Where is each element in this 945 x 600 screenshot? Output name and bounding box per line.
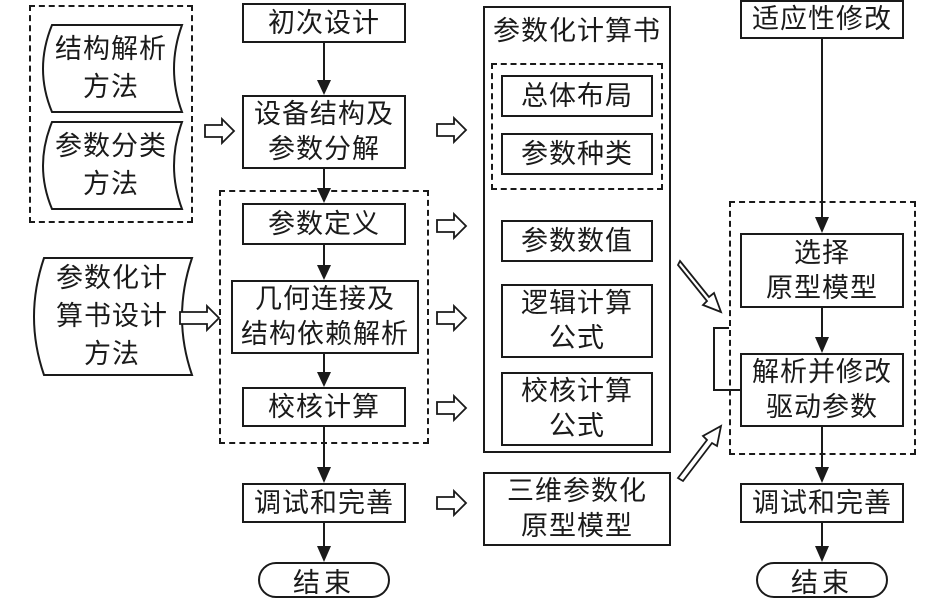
parse-modify-box: 解析并修改 驱动参数: [740, 353, 904, 427]
calc-book-title: 参数化计算书: [493, 16, 661, 47]
hollow-arrow-prototype-to-adaptive: [676, 424, 723, 483]
end-terminal: 结束: [258, 562, 390, 599]
calc-book-design-method: 参数化计 算书设计 方法: [30, 257, 194, 377]
initial-design-box: 初次设计: [242, 3, 406, 43]
param-classification-method-label: 参数分类 方法: [55, 131, 167, 200]
param-values-box: 参数数值: [501, 220, 653, 262]
decompose-box: 设备结构及 参数分解: [242, 95, 406, 169]
hollow-arrow-calcbook-to-adaptive: [676, 259, 723, 314]
document-shape-icon: [42, 121, 184, 210]
adaptive-modify-box: 适应性修改: [740, 0, 904, 39]
hollow-arrow-definition-to-values: [436, 211, 468, 241]
geometry-analysis-box: 几何连接及 结构依赖解析: [231, 280, 419, 354]
param-types-box: 参数种类: [501, 133, 653, 175]
param-definition-box: 参数定义: [242, 203, 406, 245]
method-group: [29, 5, 193, 223]
check-calc-box: 校核计算: [242, 387, 406, 427]
hollow-arrow-decompose-to-calcbook: [436, 115, 468, 145]
hollow-arrow-debug-to-prototype: [436, 488, 468, 518]
calc-book-structure-group: [491, 63, 663, 190]
flow-arrow-initial-to-decompose: [317, 43, 331, 95]
calc-book-design-method-label: 参数化计 算书设计 方法: [56, 263, 168, 370]
hollow-arrow-geometry-to-logic: [436, 303, 468, 333]
check-formula-box: 校核计算 公式: [501, 372, 653, 446]
document-shape-icon: [33, 257, 194, 376]
debug-refine-box-right: 调试和完善: [740, 483, 904, 523]
debug-refine-box: 调试和完善: [242, 483, 406, 523]
prototype-model-box: 三维参数化 原型模型: [483, 472, 671, 546]
logic-formula-box: 逻辑计算 公式: [501, 284, 653, 358]
hollow-arrow-methods-to-decompose: [204, 116, 236, 146]
hollow-arrow-check-to-formula: [436, 393, 468, 423]
structure-analysis-method-label: 结构解析 方法: [55, 34, 167, 103]
layout-box: 总体布局: [501, 75, 653, 117]
structure-analysis-method: 结构解析 方法: [38, 24, 184, 114]
param-classification-method: 参数分类 方法: [38, 121, 184, 211]
flow-arrow-debug-to-end-right: [815, 523, 829, 562]
document-shape-icon: [42, 24, 184, 113]
flow-arrow-debug-to-end: [317, 523, 331, 562]
end-terminal-right: 结束: [756, 562, 888, 599]
select-prototype-box: 选择 原型模型: [740, 233, 904, 308]
